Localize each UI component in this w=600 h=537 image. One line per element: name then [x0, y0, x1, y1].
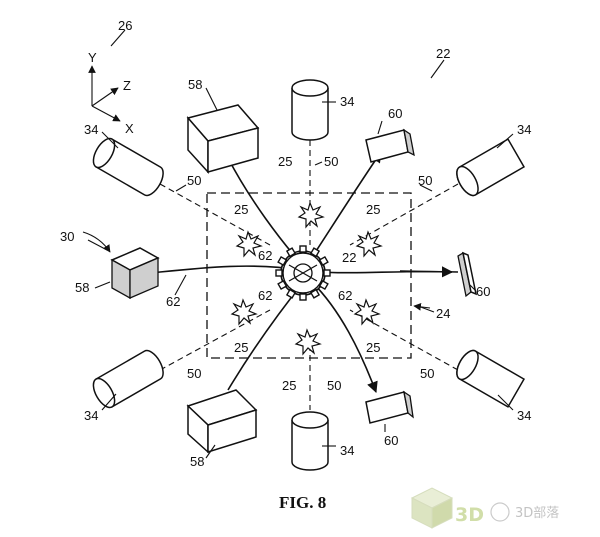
label-62-upper: 62 [258, 248, 272, 263]
spark-upper-right [355, 230, 383, 258]
spark-lower-left [230, 298, 258, 326]
label-34-top-right: 34 [517, 122, 531, 137]
label-50-bottom: 50 [327, 378, 341, 393]
source-box-left [110, 247, 160, 300]
target-bottom [365, 390, 414, 424]
label-50-top: 50 [324, 154, 338, 169]
spark-lower-right [353, 298, 381, 326]
label-34-top-left: 34 [84, 122, 98, 137]
label-50-bottom-left: 50 [187, 366, 201, 381]
label-30: 30 [60, 229, 74, 244]
label-34-bottom-left: 34 [84, 408, 98, 423]
label-25-upper-right: 25 [366, 202, 380, 217]
axis-x-label: X [125, 121, 134, 136]
label-58-left: 58 [75, 280, 89, 295]
source-box-bottom-left [186, 389, 258, 454]
camera-top-right [456, 138, 526, 197]
camera-bottom [291, 411, 329, 471]
label-34-bottom: 34 [340, 443, 354, 458]
beam-lower-left [159, 309, 271, 371]
label-25-lower-left: 25 [234, 340, 248, 355]
beam-upper-left [159, 183, 271, 246]
reference-labels: 26 22 58 34 60 34 34 25 50 50 50 25 25 3… [60, 18, 531, 469]
axis-y-label: Y [88, 50, 97, 65]
build-chamber-boundary [206, 192, 412, 359]
beam-lower-right [349, 309, 459, 371]
label-25-bottom: 25 [282, 378, 296, 393]
label-34-top: 34 [340, 94, 354, 109]
label-60-top: 60 [388, 106, 402, 121]
source-box-top-left [186, 104, 260, 174]
path-to-target-bottom [311, 281, 378, 394]
label-22-top: 22 [436, 46, 450, 61]
spark-bottom [294, 328, 322, 356]
label-60-right: 60 [476, 284, 490, 299]
figure-caption: FIG. 8 [279, 493, 326, 512]
chat-icon [490, 502, 510, 522]
camera-top [291, 79, 329, 141]
label-24: 24 [436, 306, 450, 321]
label-62-lower: 62 [258, 288, 272, 303]
label-22-gear: 22 [342, 250, 356, 265]
ref-30-arrow [82, 231, 111, 253]
path-to-target-right [399, 266, 454, 278]
label-62-right: 62 [338, 288, 352, 303]
watermark-brand: 3D [455, 504, 484, 526]
gear-part [275, 245, 331, 301]
label-25-upper-left: 25 [234, 202, 248, 217]
label-50-bottom-right: 50 [420, 366, 434, 381]
camera-bottom-left [92, 349, 164, 409]
spark-top [297, 201, 325, 229]
target-right [457, 251, 478, 298]
label-50-left: 50 [187, 173, 201, 188]
label-58-bottom-left: 58 [190, 454, 204, 469]
label-34-bottom-right: 34 [517, 408, 531, 423]
camera-bottom-right [456, 349, 526, 408]
axis-z-label: Z [123, 78, 131, 93]
ref-24-arrow [413, 303, 431, 311]
coordinate-axes: Y Z X [88, 50, 134, 136]
target-top [365, 128, 415, 163]
spark-upper-left [235, 230, 263, 258]
label-58-top-left: 58 [188, 77, 202, 92]
camera-top-left [92, 137, 164, 197]
label-50-right: 50 [418, 173, 432, 188]
label-25-top: 25 [278, 154, 292, 169]
watermark: 3D 3D部落 [410, 487, 559, 529]
watermark-text: 3D部落 [515, 506, 559, 521]
label-62-left: 62 [166, 294, 180, 309]
label-60-bottom: 60 [384, 433, 398, 448]
spark-markers [230, 201, 383, 356]
label-25-lower-right: 25 [366, 340, 380, 355]
label-26: 26 [118, 18, 132, 33]
